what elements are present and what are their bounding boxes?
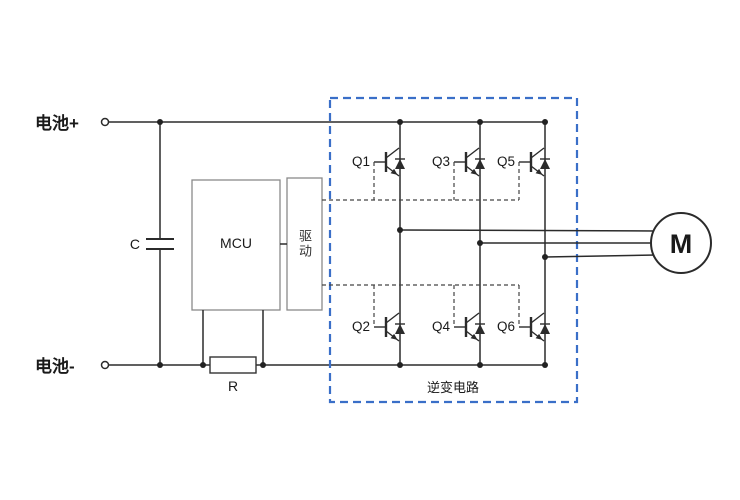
resistor-label: R — [228, 378, 238, 394]
q1-label: Q1 — [352, 154, 370, 169]
junction-dots — [157, 119, 548, 368]
q6-label: Q6 — [497, 319, 515, 334]
gate-control-lines-bottom — [322, 284, 520, 327]
motor-label: M — [670, 229, 693, 259]
mcu-label: MCU — [220, 235, 252, 251]
capacitor-label: C — [130, 236, 140, 252]
shunt-resistor — [202, 310, 264, 374]
driver-label: 驱动 — [297, 229, 312, 259]
q4-label: Q4 — [432, 319, 451, 334]
mcu-block — [191, 179, 281, 311]
phase-line-w — [544, 254, 657, 258]
q5-label: Q5 — [497, 154, 515, 169]
inverter-dashed-box — [328, 96, 579, 404]
motor: M — [650, 212, 712, 274]
battery-plus-label: 电池+ — [35, 113, 79, 133]
battery-negative-terminal — [100, 360, 110, 370]
inverter-circuit-label: 逆变电路 — [427, 380, 479, 395]
driver-block — [280, 177, 323, 311]
q3-label: Q3 — [432, 154, 450, 169]
dc-link-capacitor — [146, 122, 174, 365]
gate-control-lines-top — [322, 162, 520, 201]
phase-lines — [399, 229, 657, 258]
phase-line-u — [399, 229, 657, 232]
dc-bus-positive — [100, 117, 545, 127]
battery-minus-label: 电池- — [35, 356, 75, 376]
q2-label: Q2 — [352, 319, 370, 334]
battery-positive-terminal — [100, 117, 110, 127]
